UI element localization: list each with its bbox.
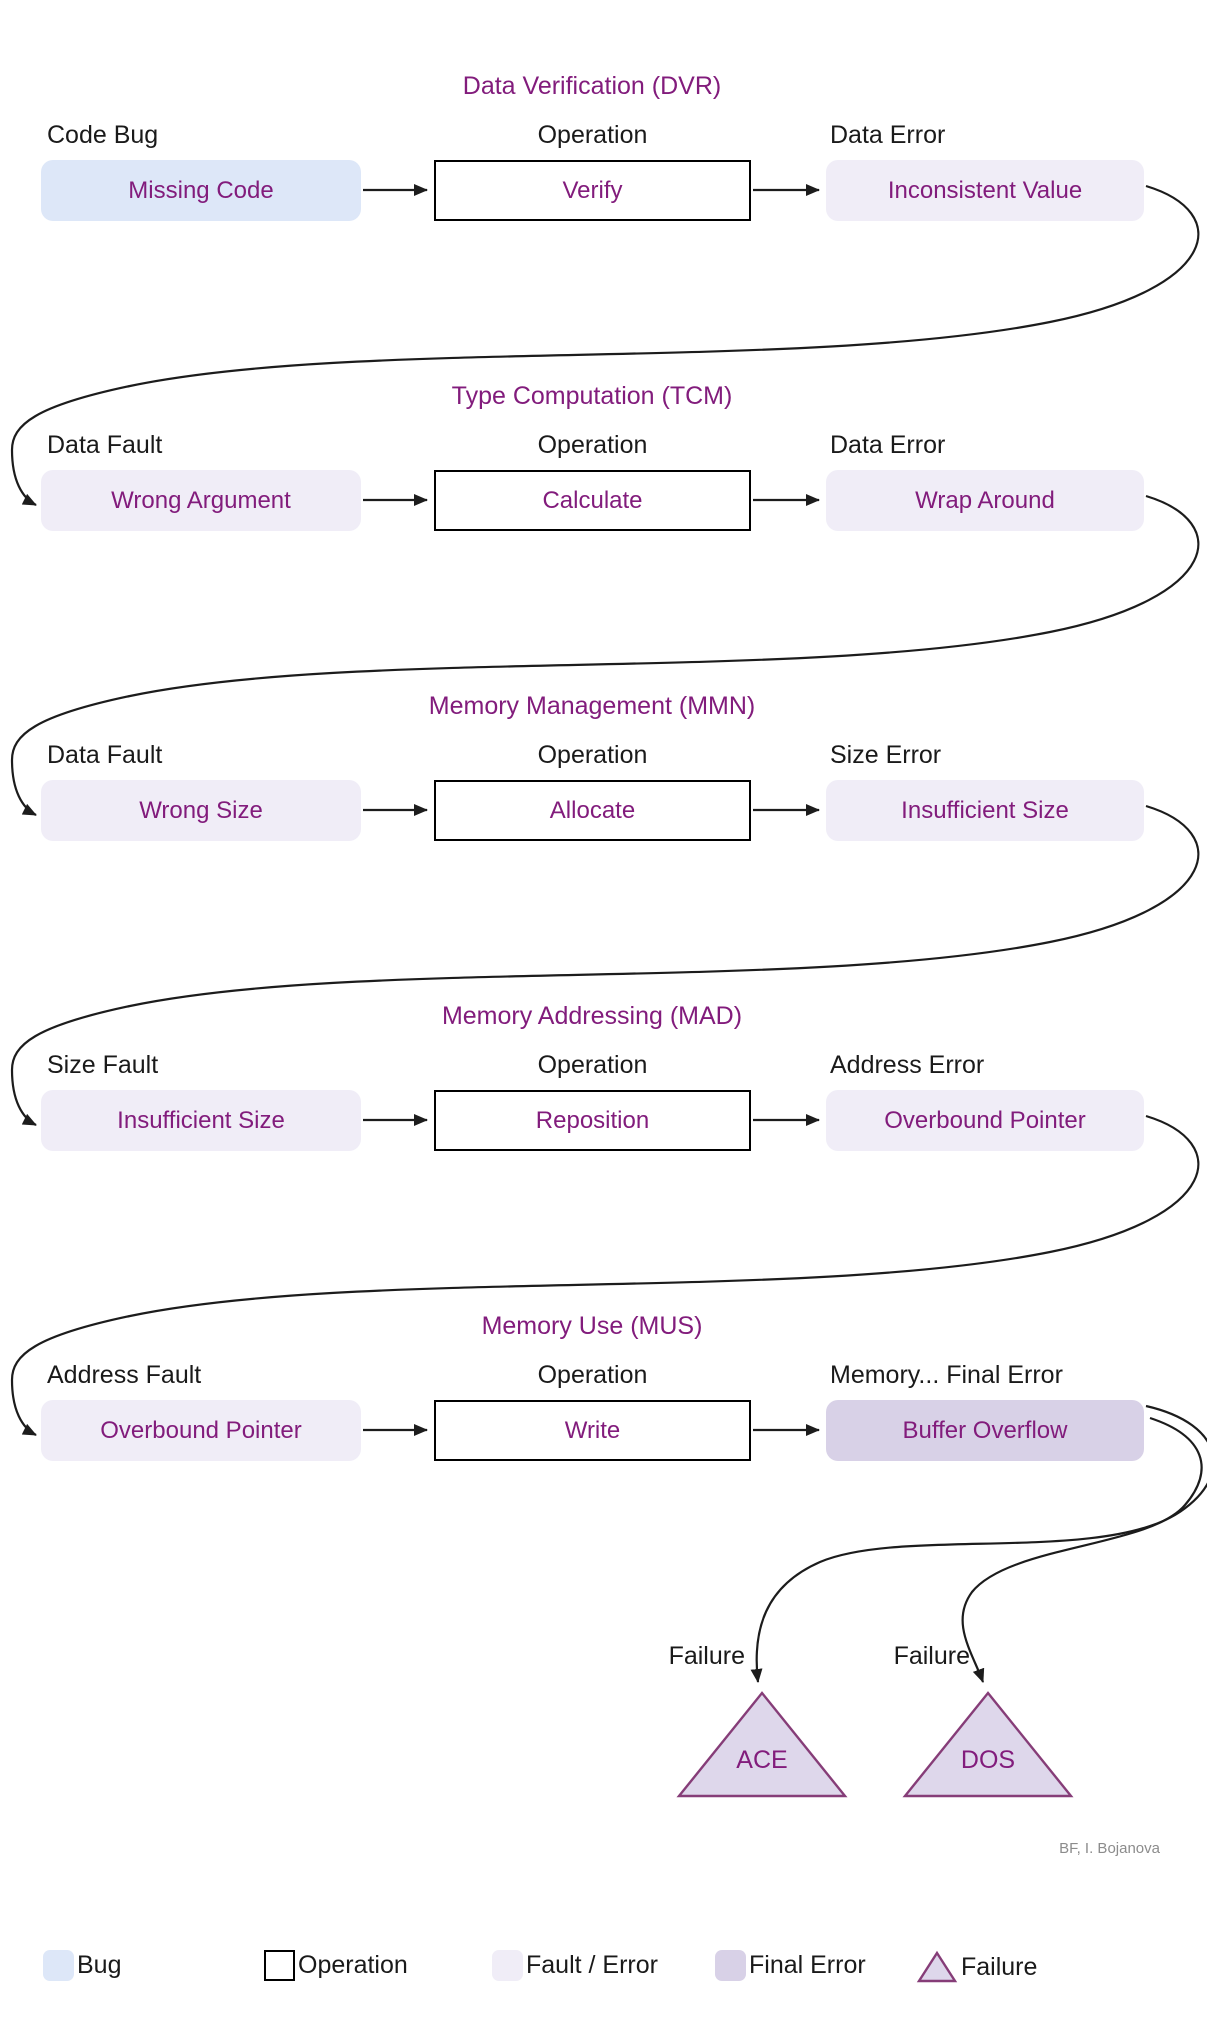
wrong-size-node: Wrong Size — [41, 780, 361, 841]
buffer-overflow-node: Buffer Overflow — [826, 1400, 1144, 1461]
fault-error-swatch — [492, 1950, 523, 1981]
dos-triangle-text: DOS — [960, 1746, 1016, 1774]
legend-final-error-label: Final Error — [749, 1951, 866, 1979]
stage-title-mus: Memory Use (MUS) — [481, 1312, 703, 1340]
dos-failure-triangle — [902, 1691, 1074, 1798]
insufficient-size-node: Insufficient Size — [826, 780, 1144, 841]
missing-code-node: Missing Code — [41, 160, 361, 221]
mad-input-type-label: Size Fault — [47, 1051, 159, 1079]
mmn-output-type-label: Size Error — [830, 741, 942, 769]
tcm-output-type-label: Data Error — [830, 431, 946, 459]
final-error-swatch — [715, 1950, 746, 1981]
legend-fault-error-label: Fault / Error — [526, 1951, 658, 1979]
dvr-input-type-label: Code Bug — [47, 121, 159, 149]
inconsistent-value-node: Inconsistent Value — [826, 160, 1144, 221]
legend-item-bug: Bug — [43, 1950, 121, 1981]
reposition-node: Reposition — [434, 1090, 751, 1151]
insufficient-size-fault-node: Insufficient Size — [41, 1090, 361, 1151]
mmn-input-type-label: Data Fault — [47, 741, 163, 769]
overbound-pointer-node: Overbound Pointer — [826, 1090, 1144, 1151]
legend: Bug Operation Fault / Error Final Error … — [0, 1948, 1207, 1988]
mmn-operation-type-label: Operation — [537, 741, 648, 769]
mus-operation-type-label: Operation — [537, 1361, 648, 1389]
ace-triangle-text: ACE — [736, 1746, 788, 1774]
bug-swatch — [43, 1950, 74, 1981]
stage-title-mmn: Memory Management (MMN) — [428, 692, 756, 720]
failure-triangle-swatch — [916, 1950, 958, 1983]
operation-swatch — [264, 1950, 295, 1981]
legend-item-final-error: Final Error — [715, 1950, 866, 1981]
write-node: Write — [434, 1400, 751, 1461]
attribution-text: BF, I. Bojanova — [1059, 1840, 1160, 1857]
mad-operation-type-label: Operation — [537, 1051, 648, 1079]
dvr-operation-type-label: Operation — [537, 121, 648, 149]
legend-item-fault-error: Fault / Error — [492, 1950, 658, 1981]
legend-failure-label: Failure — [961, 1952, 1038, 1981]
legend-bug-label: Bug — [77, 1951, 122, 1979]
stage-tcm: Type Computation (TCM) Data Fault Operat… — [0, 382, 1207, 542]
stage-title-tcm: Type Computation (TCM) — [451, 382, 733, 410]
wrong-argument-node: Wrong Argument — [41, 470, 361, 531]
legend-item-failure: Failure — [916, 1950, 1037, 1984]
verify-node: Verify — [434, 160, 751, 221]
ace-failure-triangle — [676, 1691, 848, 1798]
calculate-node: Calculate — [434, 470, 751, 531]
stage-mmn: Memory Management (MMN) Data Fault Opera… — [0, 692, 1207, 852]
stage-dvr: Data Verification (DVR) Code Bug Operati… — [0, 72, 1207, 232]
allocate-node: Allocate — [434, 780, 751, 841]
wrap-around-node: Wrap Around — [826, 470, 1144, 531]
mus-input-type-label: Address Fault — [47, 1361, 202, 1389]
stage-mad: Memory Addressing (MAD) Size Fault Opera… — [0, 1002, 1207, 1162]
legend-item-operation: Operation — [264, 1950, 408, 1981]
stage-title-dvr: Data Verification (DVR) — [462, 72, 722, 100]
stage-title-mad: Memory Addressing (MAD) — [441, 1002, 743, 1030]
tcm-operation-type-label: Operation — [537, 431, 648, 459]
legend-operation-label: Operation — [298, 1951, 408, 1979]
mad-output-type-label: Address Error — [830, 1051, 985, 1079]
mus-output-type-label: Memory... Final Error — [830, 1361, 1063, 1389]
ace-failure-label: Failure — [668, 1642, 745, 1670]
overbound-pointer-fault-node: Overbound Pointer — [41, 1400, 361, 1461]
tcm-input-type-label: Data Fault — [47, 431, 163, 459]
stage-mus: Memory Use (MUS) Address Fault Operation… — [0, 1312, 1207, 1472]
dos-failure-label: Failure — [893, 1642, 970, 1670]
dvr-output-type-label: Data Error — [830, 121, 946, 149]
